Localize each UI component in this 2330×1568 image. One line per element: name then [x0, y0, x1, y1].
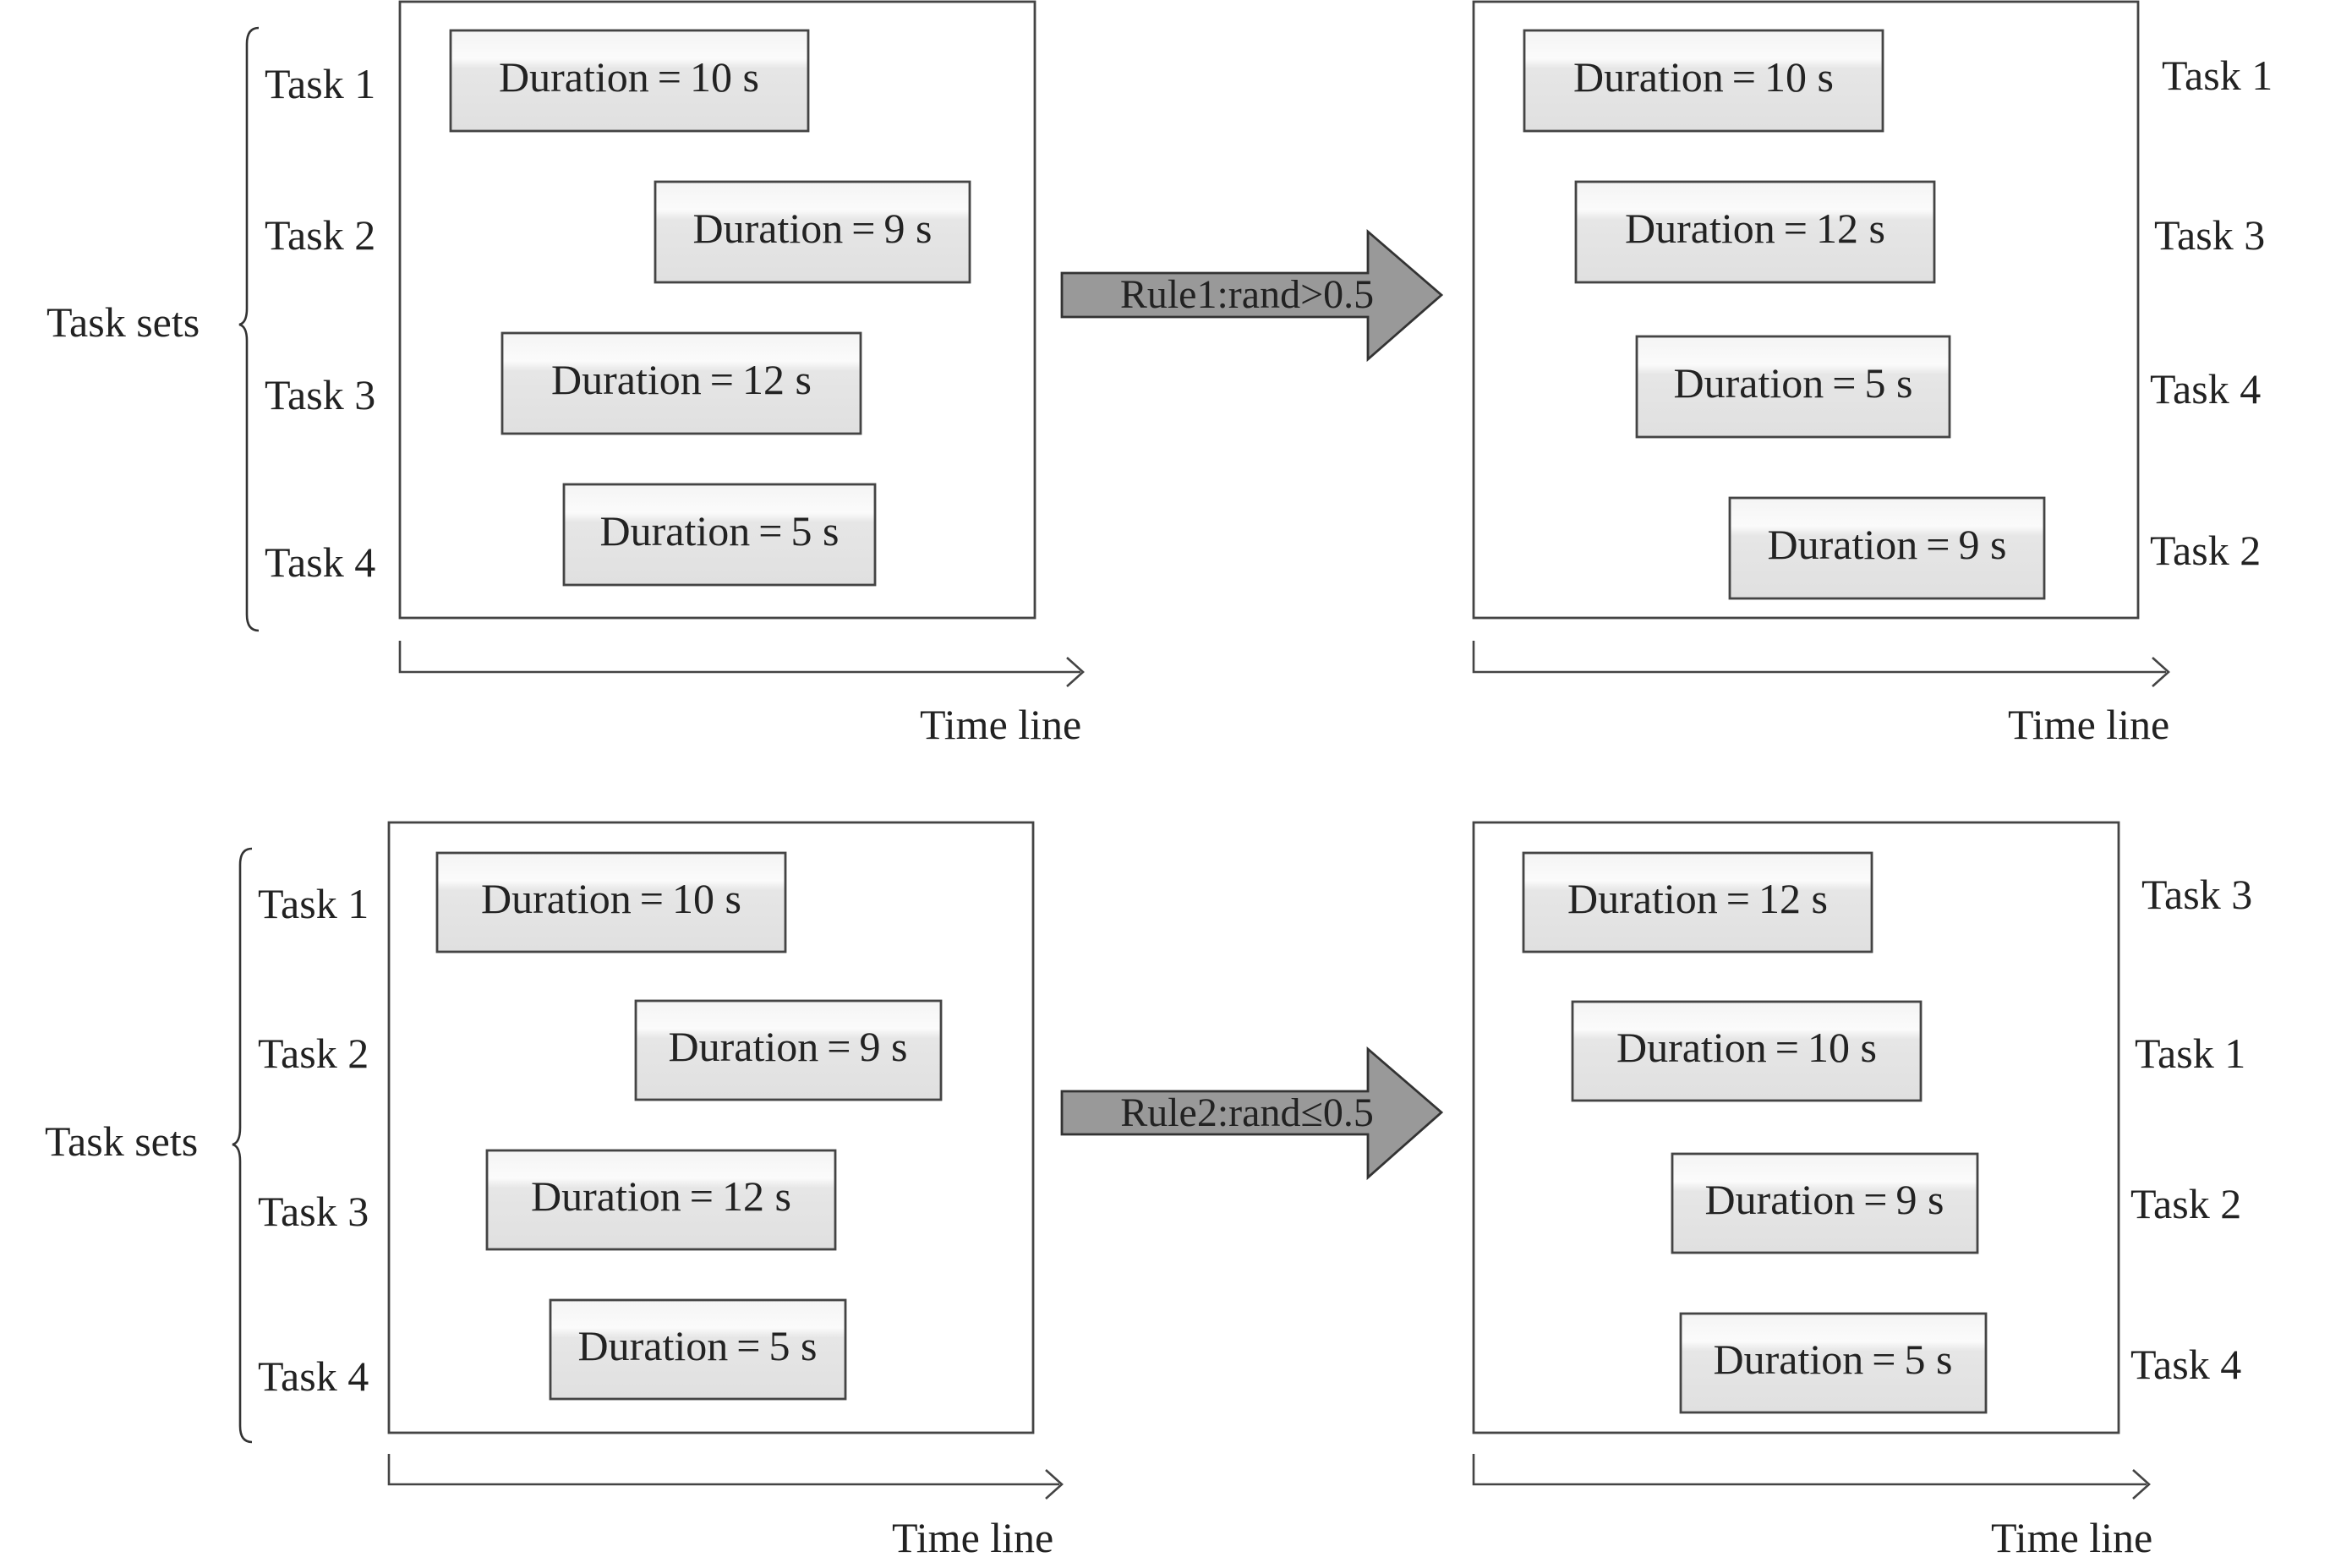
time-line-axis: [398, 641, 1080, 674]
time-line-axis: [387, 1454, 1059, 1486]
task-label: Task 1: [2135, 1030, 2245, 1077]
schedule-panel-top-right: [1472, 0, 2140, 620]
time-line-label: Time line: [892, 1514, 1053, 1561]
time-line-label: Time line: [1991, 1514, 2152, 1561]
duration-label: Duration = 12 s: [1567, 875, 1828, 922]
task-label: Task 1: [258, 880, 369, 927]
time-line-axis: [1472, 1454, 2147, 1486]
time-line-axis: [1472, 641, 2166, 674]
duration-label: Duration = 5 s: [600, 507, 840, 555]
task-duration-box: Duration = 5 s: [549, 1298, 847, 1401]
task-label: Task 1: [265, 60, 375, 107]
task-label: Task 2: [265, 211, 375, 259]
task-label: Task 2: [2130, 1180, 2241, 1227]
schedule-panel-bottom-left: [387, 821, 1035, 1434]
time-line-label: Time line: [920, 701, 1081, 748]
duration-label: Duration = 5 s: [1714, 1336, 1953, 1383]
time-line-label: Time line: [2008, 701, 2169, 748]
schedule-panel-top-left: [398, 0, 1036, 620]
duration-label: Duration = 9 s: [1768, 521, 2007, 568]
duration-label: Duration = 9 s: [1705, 1176, 1944, 1223]
task-duration-box: Duration = 10 s: [1523, 29, 1884, 133]
duration-label: Duration = 10 s: [499, 53, 759, 101]
duration-label: Duration = 12 s: [1625, 205, 1885, 252]
time-line-arrowhead: [1066, 657, 1085, 687]
task-duration-box: Duration = 5 s: [1635, 335, 1951, 439]
task-sets-brace-top: [238, 26, 260, 632]
task-label: Task 4: [2130, 1341, 2241, 1388]
task-duration-box: Duration = 9 s: [1671, 1152, 1979, 1254]
task-label: Task 3: [265, 371, 375, 418]
duration-label: Duration = 9 s: [693, 205, 933, 252]
task-duration-box: Duration = 5 s: [562, 483, 877, 587]
rule-arrow-2: Rule2:rand≤0.5: [1060, 1046, 1444, 1181]
duration-label: Duration = 12 s: [551, 356, 812, 403]
task-duration-box: Duration = 9 s: [1728, 496, 2046, 600]
task-label: Task 2: [2150, 527, 2261, 574]
schedule-panel-bottom-right: [1472, 821, 2120, 1434]
task-label: Task 4: [258, 1352, 369, 1400]
task-label: Task 1: [2162, 52, 2273, 99]
task-label: Task 4: [265, 538, 375, 586]
task-label: Task 3: [2154, 211, 2265, 259]
time-line-arrowhead: [2152, 657, 2170, 687]
time-line-arrowhead: [2132, 1469, 2151, 1500]
task-duration-box: Duration = 10 s: [1571, 1000, 1923, 1102]
duration-label: Duration = 5 s: [1674, 359, 1913, 407]
duration-label: Duration = 12 s: [531, 1172, 791, 1220]
duration-label: Duration = 5 s: [578, 1322, 818, 1369]
task-sets-brace-bottom: [232, 847, 253, 1444]
rule-label: Rule2:rand≤0.5: [1120, 1090, 1374, 1135]
rule-label: Rule1:rand>0.5: [1120, 272, 1374, 317]
task-label: Task 2: [258, 1030, 369, 1077]
duration-label: Duration = 10 s: [1616, 1024, 1877, 1071]
task-label: Task 3: [2141, 871, 2252, 918]
task-duration-box: Duration = 9 s: [654, 180, 971, 284]
task-label: Task 3: [258, 1188, 369, 1235]
task-label: Task 4: [2150, 365, 2261, 412]
task-duration-box: Duration = 10 s: [449, 29, 810, 133]
time-line-arrowhead: [1045, 1469, 1064, 1500]
task-sets-label-bottom: Task sets: [45, 1117, 198, 1165]
task-duration-box: Duration = 12 s: [500, 331, 862, 435]
rule-arrow-1: Rule1:rand>0.5: [1060, 228, 1444, 363]
task-duration-box: Duration = 12 s: [1522, 851, 1873, 953]
task-duration-box: Duration = 5 s: [1679, 1312, 1988, 1414]
duration-label: Duration = 10 s: [481, 875, 741, 922]
task-duration-box: Duration = 10 s: [435, 851, 787, 953]
task-duration-box: Duration = 9 s: [634, 999, 943, 1101]
task-duration-box: Duration = 12 s: [485, 1149, 837, 1251]
task-sets-label-top: Task sets: [46, 298, 200, 346]
duration-label: Duration = 9 s: [669, 1023, 908, 1070]
duration-label: Duration = 10 s: [1573, 53, 1834, 101]
task-duration-box: Duration = 12 s: [1574, 180, 1936, 284]
